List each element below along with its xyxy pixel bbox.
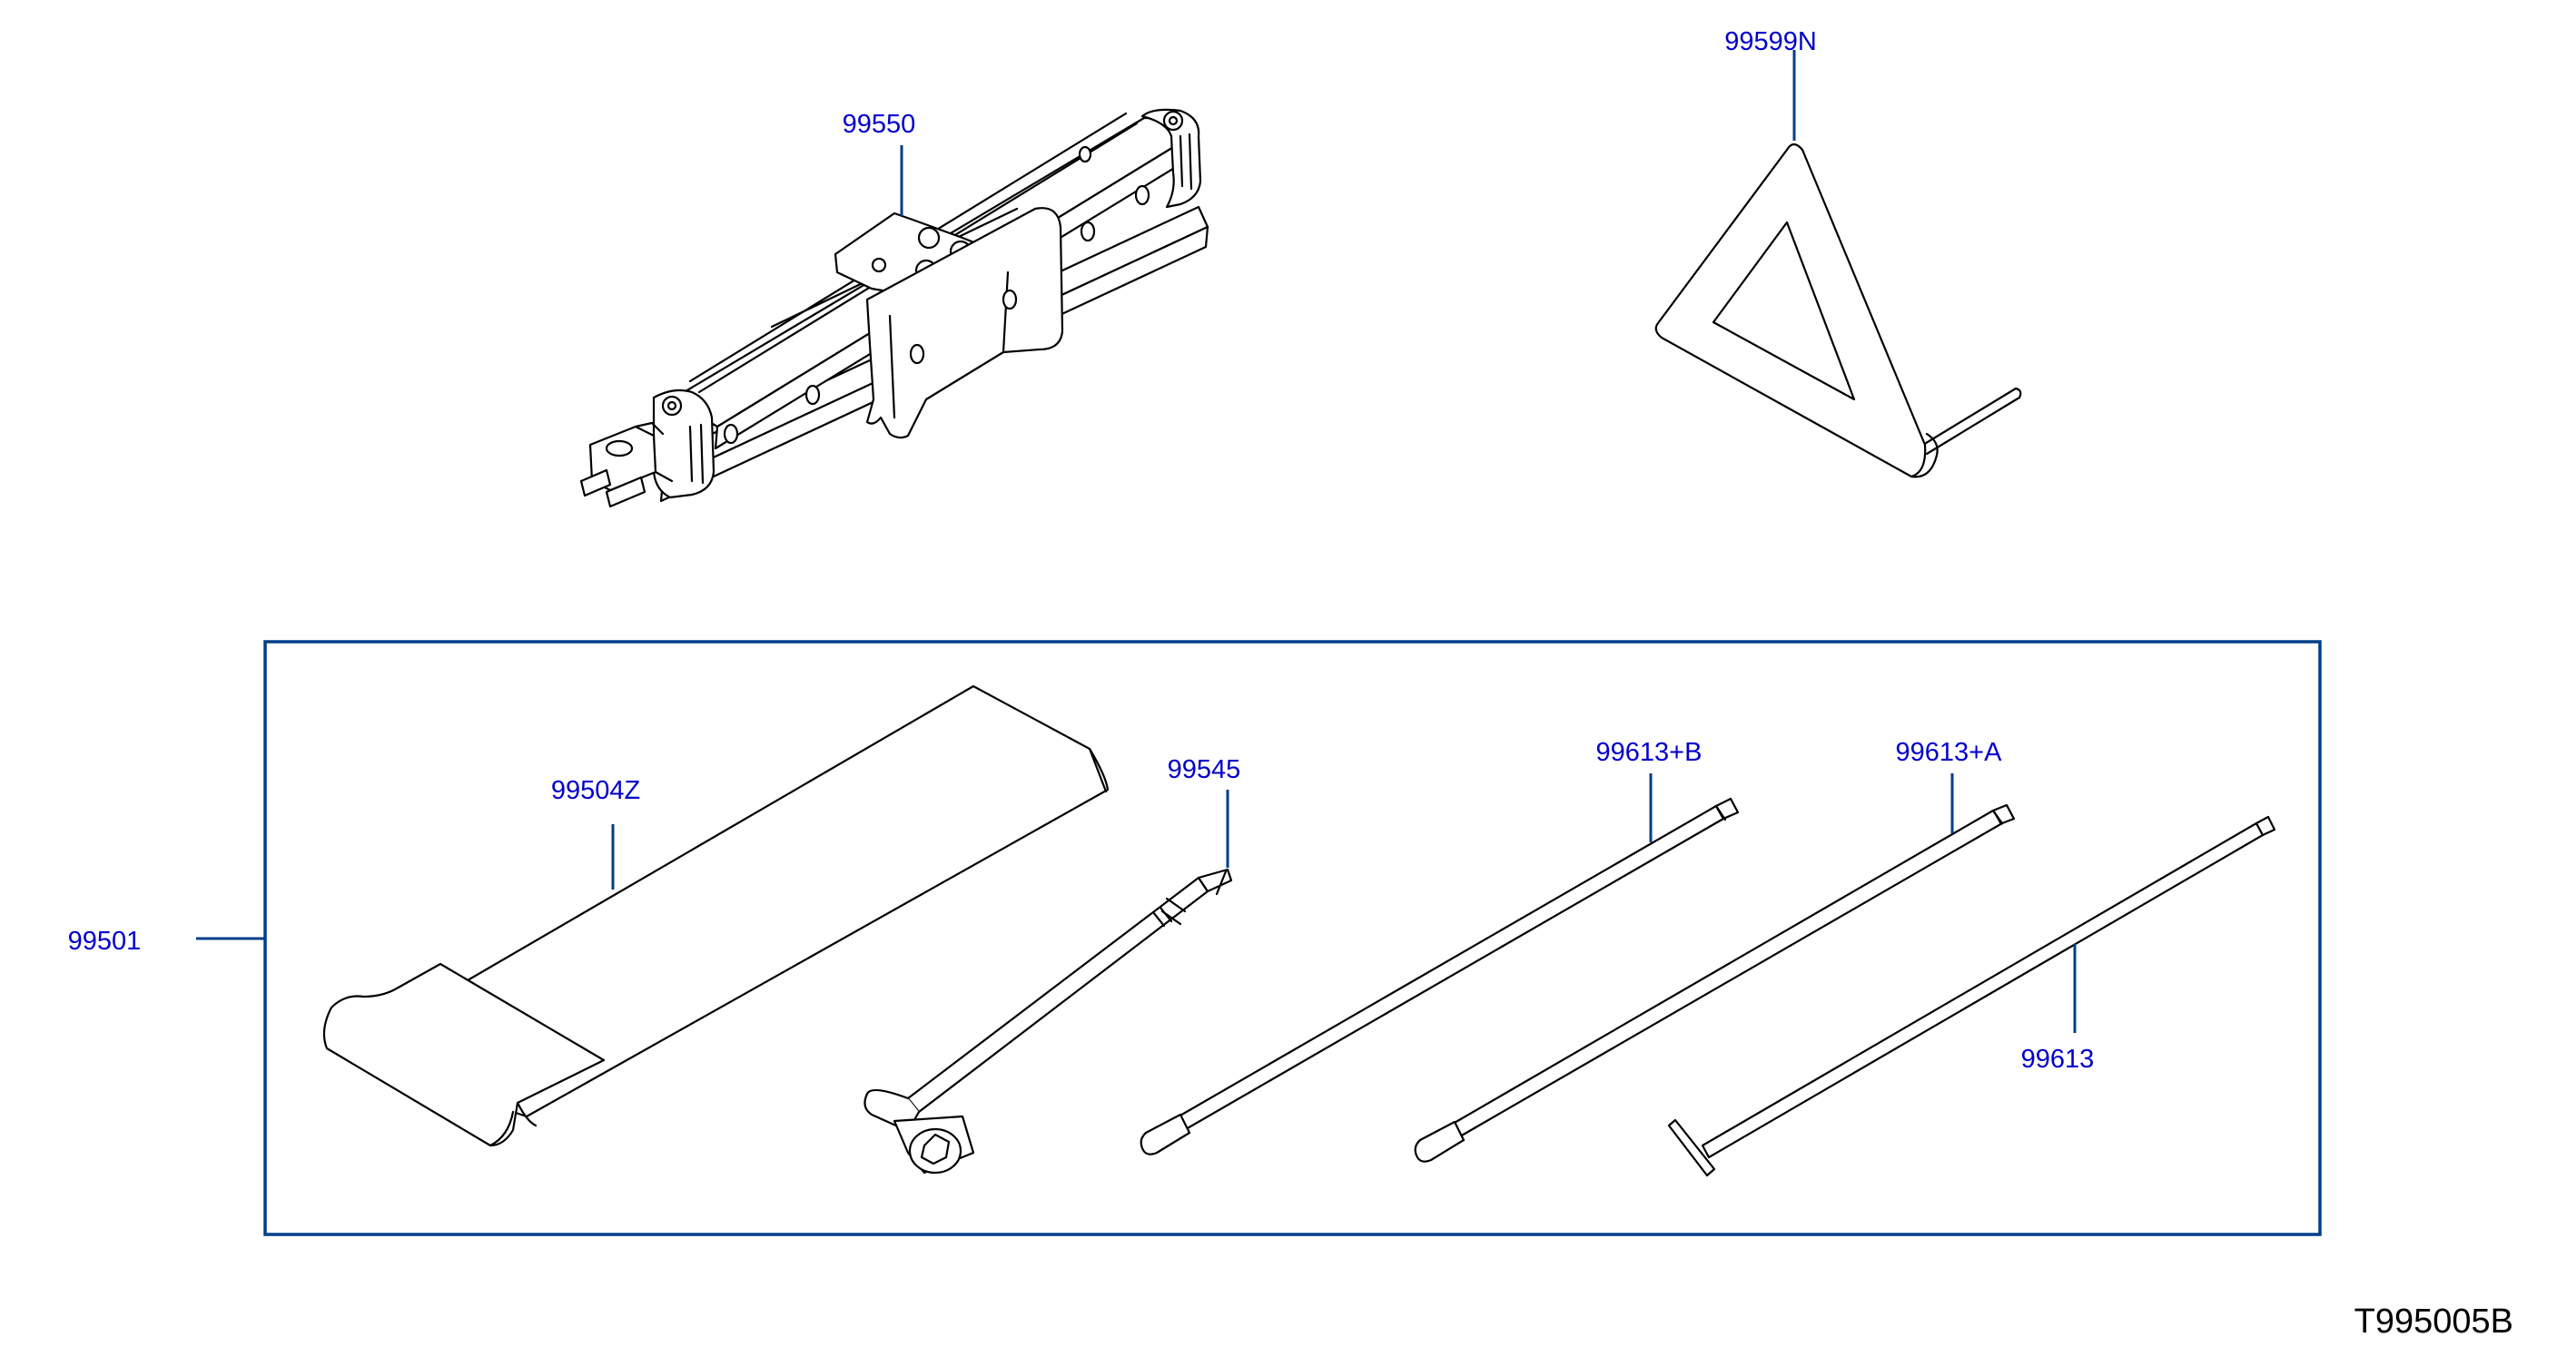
wheel-wrench-callout[interactable]: 99545 [1168, 755, 1241, 784]
warning-triangle-drawing [1654, 143, 2022, 478]
wheel-wrench-drawing [864, 868, 1233, 1175]
jack-handle-callout[interactable]: 99613 [2021, 1045, 2095, 1074]
warning-triangle-callout[interactable]: 99599N [1724, 27, 1817, 56]
jack-rod-a-drawing [1414, 803, 2016, 1163]
tool-kit-callout[interactable]: 99501 [68, 927, 142, 956]
scissor-jack-drawing [579, 108, 1209, 508]
jack-handle-drawing [1667, 815, 2276, 1177]
jack-callout[interactable]: 99550 [843, 110, 916, 139]
jack-rod-a-callout[interactable]: 99613+A [1896, 738, 2003, 767]
diagram-id-code: T995005B [2354, 1303, 2513, 1341]
jack-rod-b-drawing [1140, 797, 1740, 1155]
tool-bag-callout[interactable]: 99504Z [551, 776, 640, 805]
jack-rod-b-callout[interactable]: 99613+B [1596, 738, 1703, 767]
tool-bag-drawing [322, 684, 1110, 1147]
